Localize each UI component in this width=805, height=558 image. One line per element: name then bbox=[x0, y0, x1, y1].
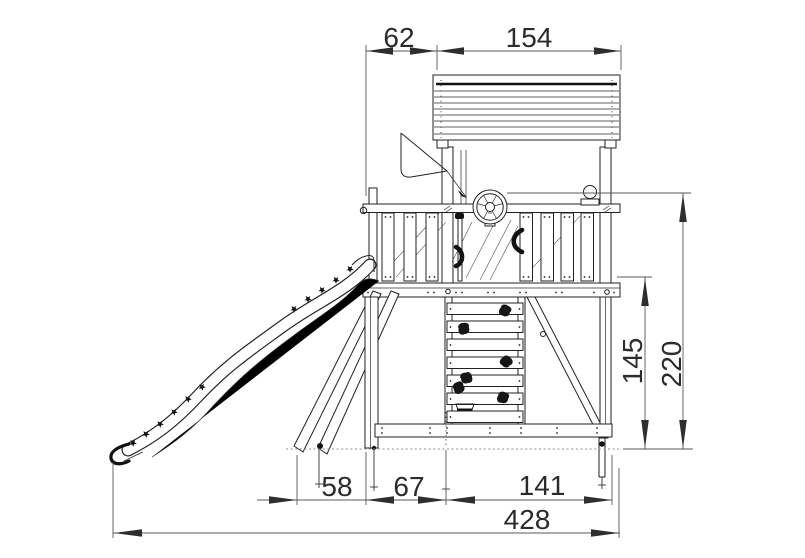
structure bbox=[109, 74, 621, 493]
support-braces bbox=[293, 290, 609, 455]
anchor-cross-icon bbox=[598, 477, 606, 489]
roof bbox=[432, 74, 621, 149]
dim-top-left-label: 62 bbox=[383, 22, 414, 53]
anchor-cross-icon bbox=[370, 450, 378, 491]
dim-bottom-left-label: 58 bbox=[321, 471, 352, 502]
dim-right-inner-label: 145 bbox=[617, 338, 648, 385]
dim-bottom-total-label: 428 bbox=[504, 504, 551, 535]
climbing-wall bbox=[446, 302, 524, 423]
gate-latch bbox=[455, 213, 464, 219]
steering-wheel-icon bbox=[472, 189, 508, 227]
flag-icon bbox=[400, 132, 467, 198]
grab-handles bbox=[453, 227, 525, 269]
dim-bottom-right-label: 141 bbox=[519, 470, 566, 501]
anchor-cross-icon bbox=[315, 448, 323, 488]
platform-deck bbox=[362, 282, 621, 298]
base-frame bbox=[371, 423, 613, 478]
dimension-arrows bbox=[114, 47, 687, 537]
slat-screws bbox=[384, 216, 591, 278]
dim-bottom-mid-label: 67 bbox=[393, 471, 424, 502]
dim-right-outer-label: 220 bbox=[656, 341, 687, 388]
climbing-holds bbox=[450, 303, 515, 405]
periscope-knob bbox=[580, 185, 600, 206]
dimensions: 62 154 145 220 58 67 141 428 bbox=[112, 22, 693, 538]
dim-top-right-label: 154 bbox=[506, 22, 553, 53]
slide bbox=[109, 255, 380, 466]
extension-lines bbox=[112, 45, 693, 538]
